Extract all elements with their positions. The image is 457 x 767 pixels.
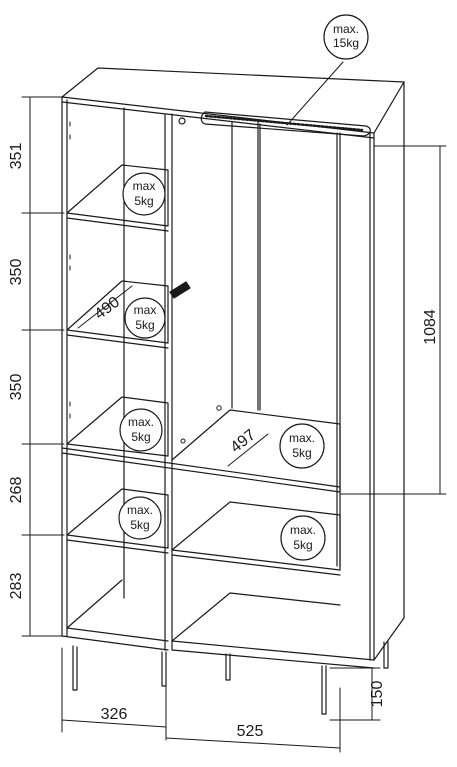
right-low-badge-line2: 5kg <box>293 538 312 552</box>
shelf2-badge-line1: max <box>134 303 157 317</box>
shelf4-badge <box>118 496 162 540</box>
shelf3-badge-line2: 5kg <box>131 430 150 444</box>
shelf3-badge-line1: max. <box>128 415 154 429</box>
width-dimension-lines <box>61 647 341 753</box>
width-right-label: 525 <box>237 723 264 740</box>
height-label-2: 350 <box>8 259 25 286</box>
right-mid-badge-line2: 5kg <box>292 446 311 460</box>
left-shelves <box>61 164 169 651</box>
leg-height-dimension <box>329 667 381 721</box>
badge-labels: max. 15kg max 5kg max 5kg max. 5kg max. … <box>127 22 359 552</box>
right-mid-badge <box>279 423 325 469</box>
height-label-3: 350 <box>8 374 25 401</box>
height-label-1: 351 <box>8 143 25 170</box>
depth-right-label: 497 <box>227 426 259 456</box>
right-height-dimension <box>339 145 447 495</box>
load-badges <box>118 14 369 561</box>
legs <box>72 641 389 715</box>
middle-wide-shelf <box>61 409 341 493</box>
shelf1-badge-line2: 5kg <box>134 194 153 208</box>
shelf3-badge <box>119 408 163 452</box>
shelf1-badge-line1: max <box>133 179 156 193</box>
shelf2-badge-line2: 5kg <box>135 318 154 332</box>
depth-dimension-lines <box>77 285 269 467</box>
width-left-label: 326 <box>101 706 128 723</box>
pin-holes <box>69 121 222 444</box>
shelf1-badge <box>122 172 166 216</box>
shelf2-badge <box>124 297 166 339</box>
right-low-badge <box>280 515 326 561</box>
shelf4-badge-line1: max. <box>127 503 153 517</box>
leg-height-label: 150 <box>369 681 386 708</box>
shelf4-badge-line2: 5kg <box>130 518 149 532</box>
height-label-4: 268 <box>8 477 25 504</box>
height-dimension-lines <box>21 96 65 637</box>
right-mid-badge-line1: max. <box>289 431 315 445</box>
hinge-bracket <box>169 281 191 299</box>
right-low-badge-line1: max. <box>290 523 316 537</box>
right-shelves <box>171 501 375 669</box>
height-label-5: 283 <box>8 573 25 600</box>
rail-leader <box>286 61 344 126</box>
hanging-rail <box>200 111 371 137</box>
rail-clip <box>178 117 186 125</box>
right-height-label: 1084 <box>422 309 439 345</box>
dimension-labels: 351 350 350 268 283 1084 150 326 525 490… <box>8 143 439 740</box>
rail-badge <box>323 14 369 60</box>
depth-left-label: 490 <box>92 294 124 324</box>
cabinet-body <box>61 67 405 661</box>
rail-badge-line2: 15kg <box>333 36 359 50</box>
rail-badge-line1: max. <box>333 22 359 36</box>
